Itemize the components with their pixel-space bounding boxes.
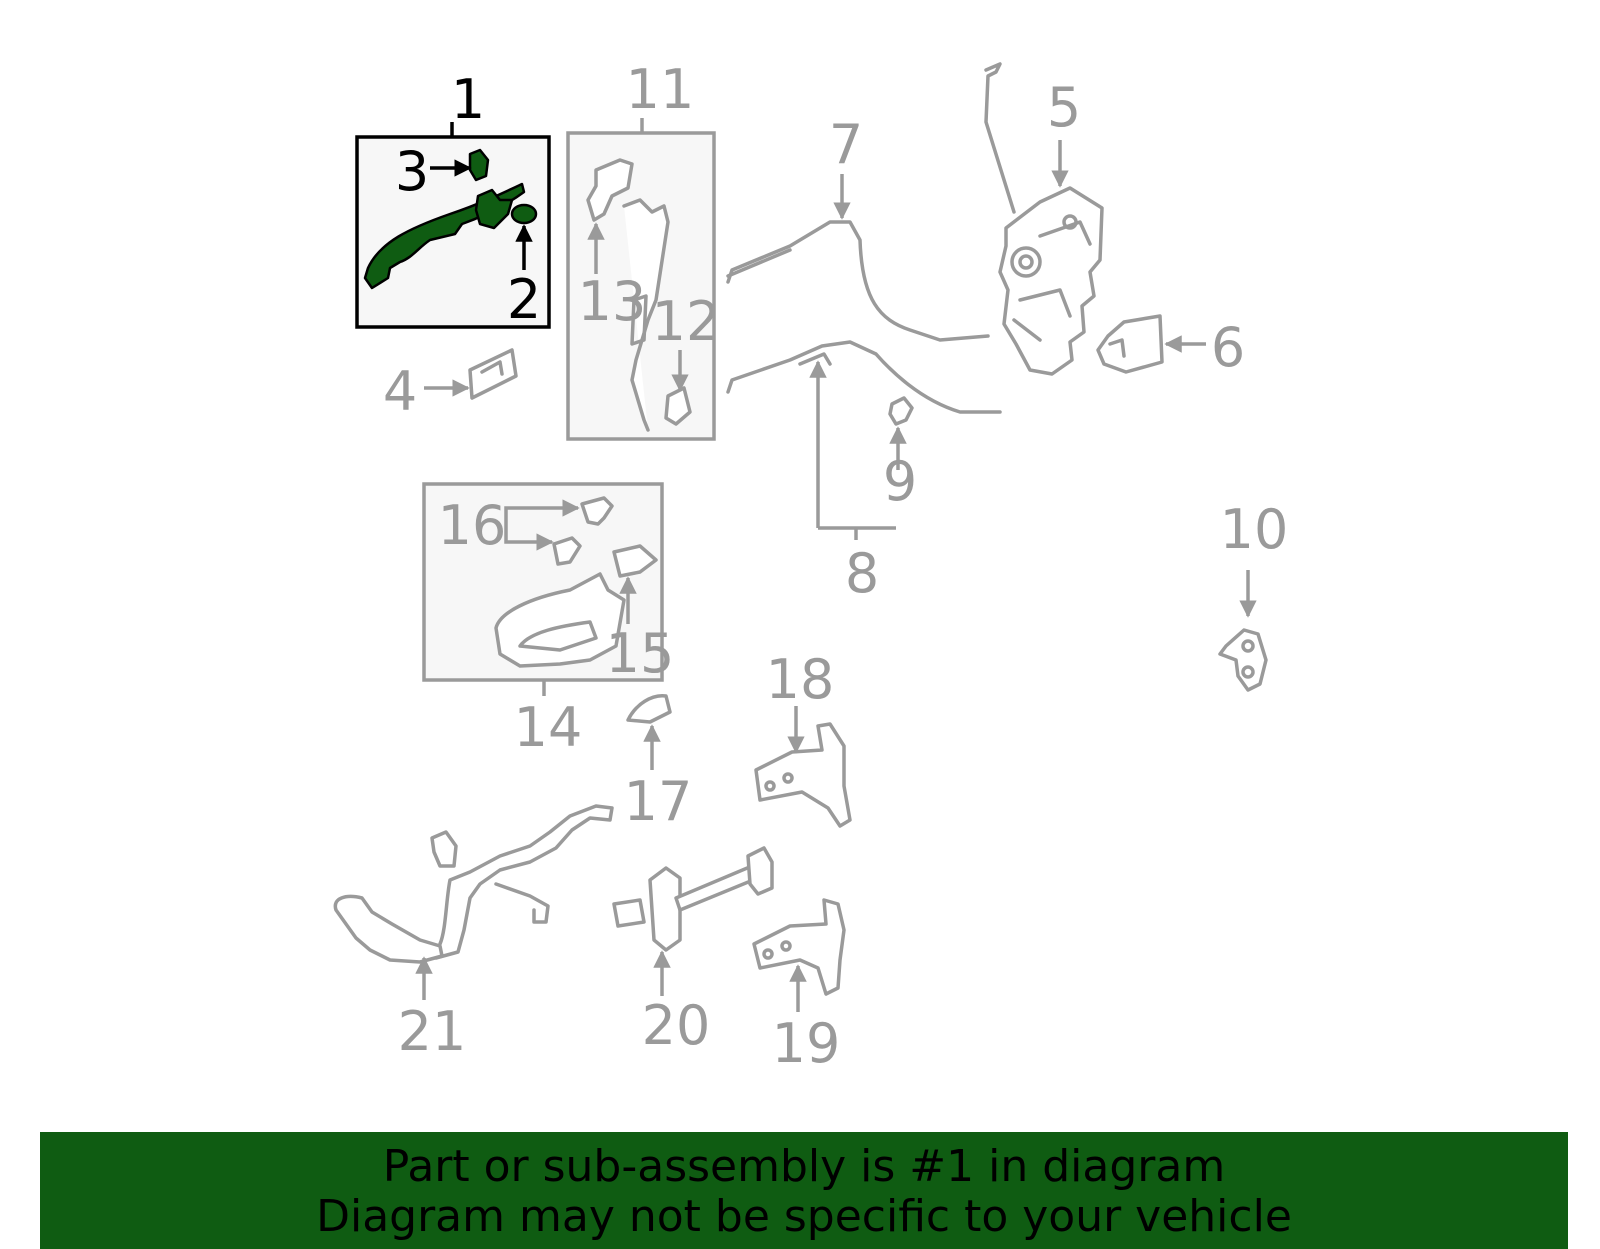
- part-14-inside-handle-group[interactable]: 14 15 16: [422, 482, 675, 759]
- callout-19: 19: [772, 1012, 841, 1075]
- callout-20: 20: [642, 994, 711, 1057]
- banner-line-1: Part or sub-assembly is #1 in diagram: [382, 1141, 1226, 1192]
- callout-12: 12: [652, 290, 721, 353]
- part-11-lock-cylinder-group[interactable]: 11 12 13: [566, 58, 721, 441]
- callout-7: 7: [829, 113, 863, 176]
- callout-15: 15: [606, 622, 675, 685]
- part-7-cable[interactable]: 7: [726, 113, 990, 342]
- callout-13: 13: [578, 270, 647, 333]
- callout-3: 3: [395, 140, 429, 203]
- part-6-actuator[interactable]: 6: [1096, 314, 1245, 379]
- callout-17: 17: [624, 770, 693, 833]
- part-8-cable[interactable]: 8: [726, 340, 1002, 605]
- callout-14: 14: [514, 696, 583, 759]
- part-18-upper-hinge[interactable]: 18: [754, 648, 852, 828]
- callout-6: 6: [1211, 316, 1245, 379]
- callout-5: 5: [1047, 76, 1081, 139]
- part-19-lower-hinge[interactable]: 19: [752, 898, 846, 1075]
- parts-diagram: 1 2 3 4 11 12 13 7 8: [333, 58, 1289, 1075]
- part-1-outside-handle-group[interactable]: 1 2 3: [355, 68, 551, 331]
- callout-16: 16: [438, 494, 507, 557]
- callout-2: 2: [507, 268, 541, 331]
- callout-1: 1: [451, 68, 485, 131]
- info-banner: Part or sub-assembly is #1 in diagram Di…: [40, 1132, 1568, 1249]
- part-9-clip[interactable]: 9: [883, 396, 917, 513]
- callout-4: 4: [383, 360, 417, 423]
- banner-line-2: Diagram may not be specific to your vehi…: [316, 1191, 1292, 1242]
- part-4-pad[interactable]: 4: [383, 348, 518, 423]
- callout-21: 21: [398, 1000, 467, 1063]
- callout-9: 9: [883, 450, 917, 513]
- part-17-cover[interactable]: 17: [624, 694, 693, 833]
- callout-8: 8: [845, 542, 879, 605]
- part-21-wiring-harness[interactable]: 21: [333, 804, 614, 1063]
- callout-11: 11: [626, 58, 695, 121]
- part-5-door-lock[interactable]: 5: [984, 62, 1104, 376]
- part-10-striker[interactable]: 10: [1218, 498, 1289, 692]
- handle-cap-shape: [474, 188, 514, 230]
- part-20-door-check[interactable]: 20: [612, 846, 774, 1057]
- part-2-shape: [510, 203, 538, 225]
- callout-10: 10: [1220, 498, 1289, 561]
- callout-18: 18: [766, 648, 835, 711]
